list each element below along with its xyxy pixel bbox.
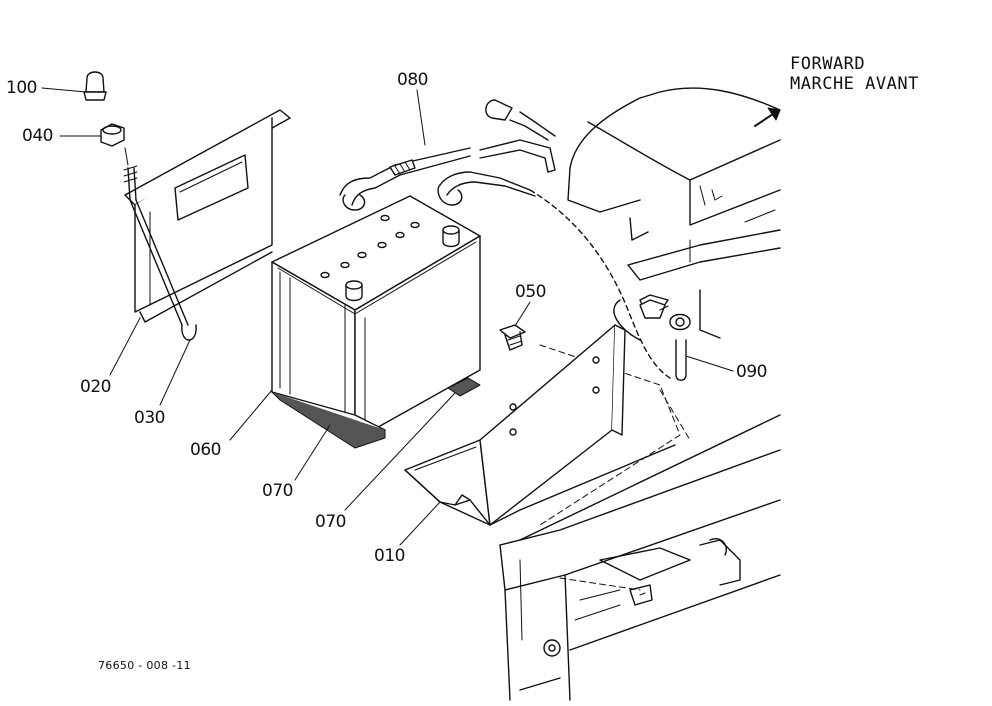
negative-cable — [437, 171, 691, 381]
hold-down-bracket — [124, 109, 291, 323]
label-050: 050 — [515, 282, 546, 302]
tractor-body — [567, 87, 781, 341]
label-080: 080 — [397, 70, 428, 90]
cap — [83, 71, 107, 101]
label-020: 020 — [80, 377, 111, 397]
label-090: 090 — [736, 362, 767, 382]
battery-tray — [404, 324, 676, 526]
chassis-frame — [499, 414, 781, 701]
hold-down-rod — [123, 165, 197, 341]
forward-direction-text: FORWARD MARCHE AVANT — [790, 54, 919, 95]
label-030: 030 — [134, 408, 165, 428]
battery — [271, 195, 481, 441]
nut — [100, 123, 129, 166]
label-040: 040 — [22, 126, 53, 146]
drawing-id: 76650 - 008 -11 — [98, 659, 191, 672]
positive-cable — [339, 99, 556, 211]
direction-line-1: FORWARD — [790, 54, 866, 74]
label-060: 060 — [190, 440, 221, 460]
leader-lines — [41, 87, 734, 546]
direction-line-2: MARCHE AVANT — [790, 74, 919, 95]
tractor-bolt — [639, 299, 669, 319]
label-010: 010 — [374, 546, 405, 566]
label-070-right: 070 — [315, 512, 346, 532]
forward-arrow — [754, 107, 781, 127]
battery-pads — [271, 377, 481, 449]
bolt — [499, 324, 526, 351]
label-070-left: 070 — [262, 481, 293, 501]
label-100: 100 — [6, 78, 37, 98]
